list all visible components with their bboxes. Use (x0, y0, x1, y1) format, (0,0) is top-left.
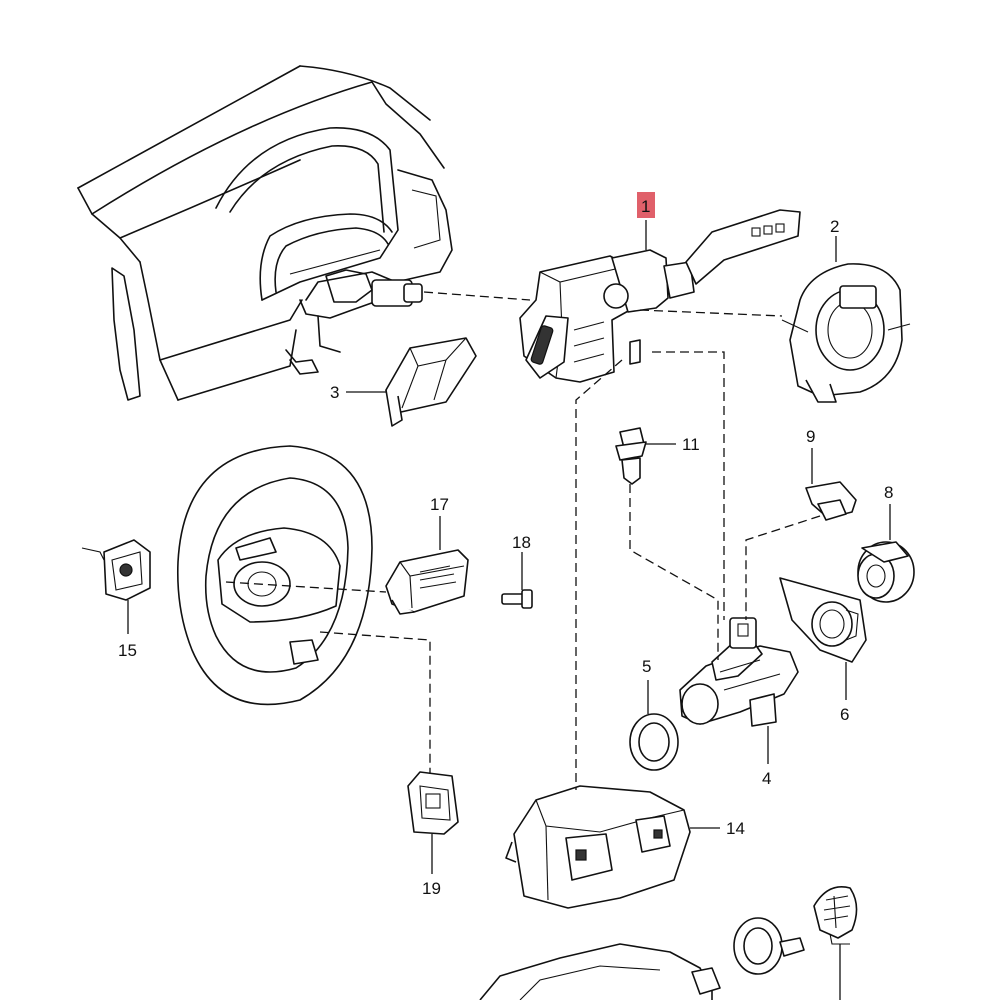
callout-15[interactable]: 15 (118, 641, 137, 660)
callout-17[interactable]: 17 (430, 495, 449, 514)
lower-shroud-part (479, 943, 721, 1000)
trim-panel-part-6 (779, 577, 867, 663)
callout-5[interactable]: 5 (642, 657, 651, 676)
bolt-part-11 (615, 427, 647, 485)
callout-14[interactable]: 14 (726, 819, 745, 838)
ring-part-5 (629, 713, 679, 771)
combination-switch-part-1 (519, 209, 801, 383)
callout-4[interactable]: 4 (762, 769, 771, 788)
column-shroud-part-14 (505, 785, 691, 909)
lock-housing-part-4 (679, 617, 799, 727)
callout-1[interactable]: 1 (641, 197, 650, 216)
callout-1-highlight (637, 192, 655, 218)
steering-wheel (176, 445, 373, 706)
bracket-part-3 (385, 337, 477, 427)
ignition-lock-cylinder-part-8 (857, 541, 915, 603)
callout-19[interactable]: 19 (422, 879, 441, 898)
screw-part-18 (501, 589, 533, 609)
callout-6[interactable]: 6 (840, 705, 849, 724)
clock-spring-part-2 (781, 263, 911, 403)
callout-11[interactable]: 11 (682, 435, 700, 454)
callout-2[interactable]: 2 (830, 217, 839, 236)
callout-8[interactable]: 8 (884, 483, 893, 502)
connector-part-9 (805, 481, 857, 521)
callout-3[interactable]: 3 (330, 383, 339, 402)
ring-lower (733, 917, 805, 975)
leader-lines (127, 220, 891, 1000)
callout-9[interactable]: 9 (806, 427, 815, 446)
callouts: 1 2 3 11 9 8 17 18 15 5 6 4 14 19 (118, 192, 893, 898)
cap-lower (813, 886, 858, 945)
dashboard-outline (77, 65, 453, 401)
callout-18[interactable]: 18 (512, 533, 531, 552)
switch-part-19 (407, 771, 459, 835)
switch-module-part-17 (385, 549, 469, 615)
assembly-lines (225, 291, 821, 790)
multifunction-button-part-15 (81, 539, 151, 601)
